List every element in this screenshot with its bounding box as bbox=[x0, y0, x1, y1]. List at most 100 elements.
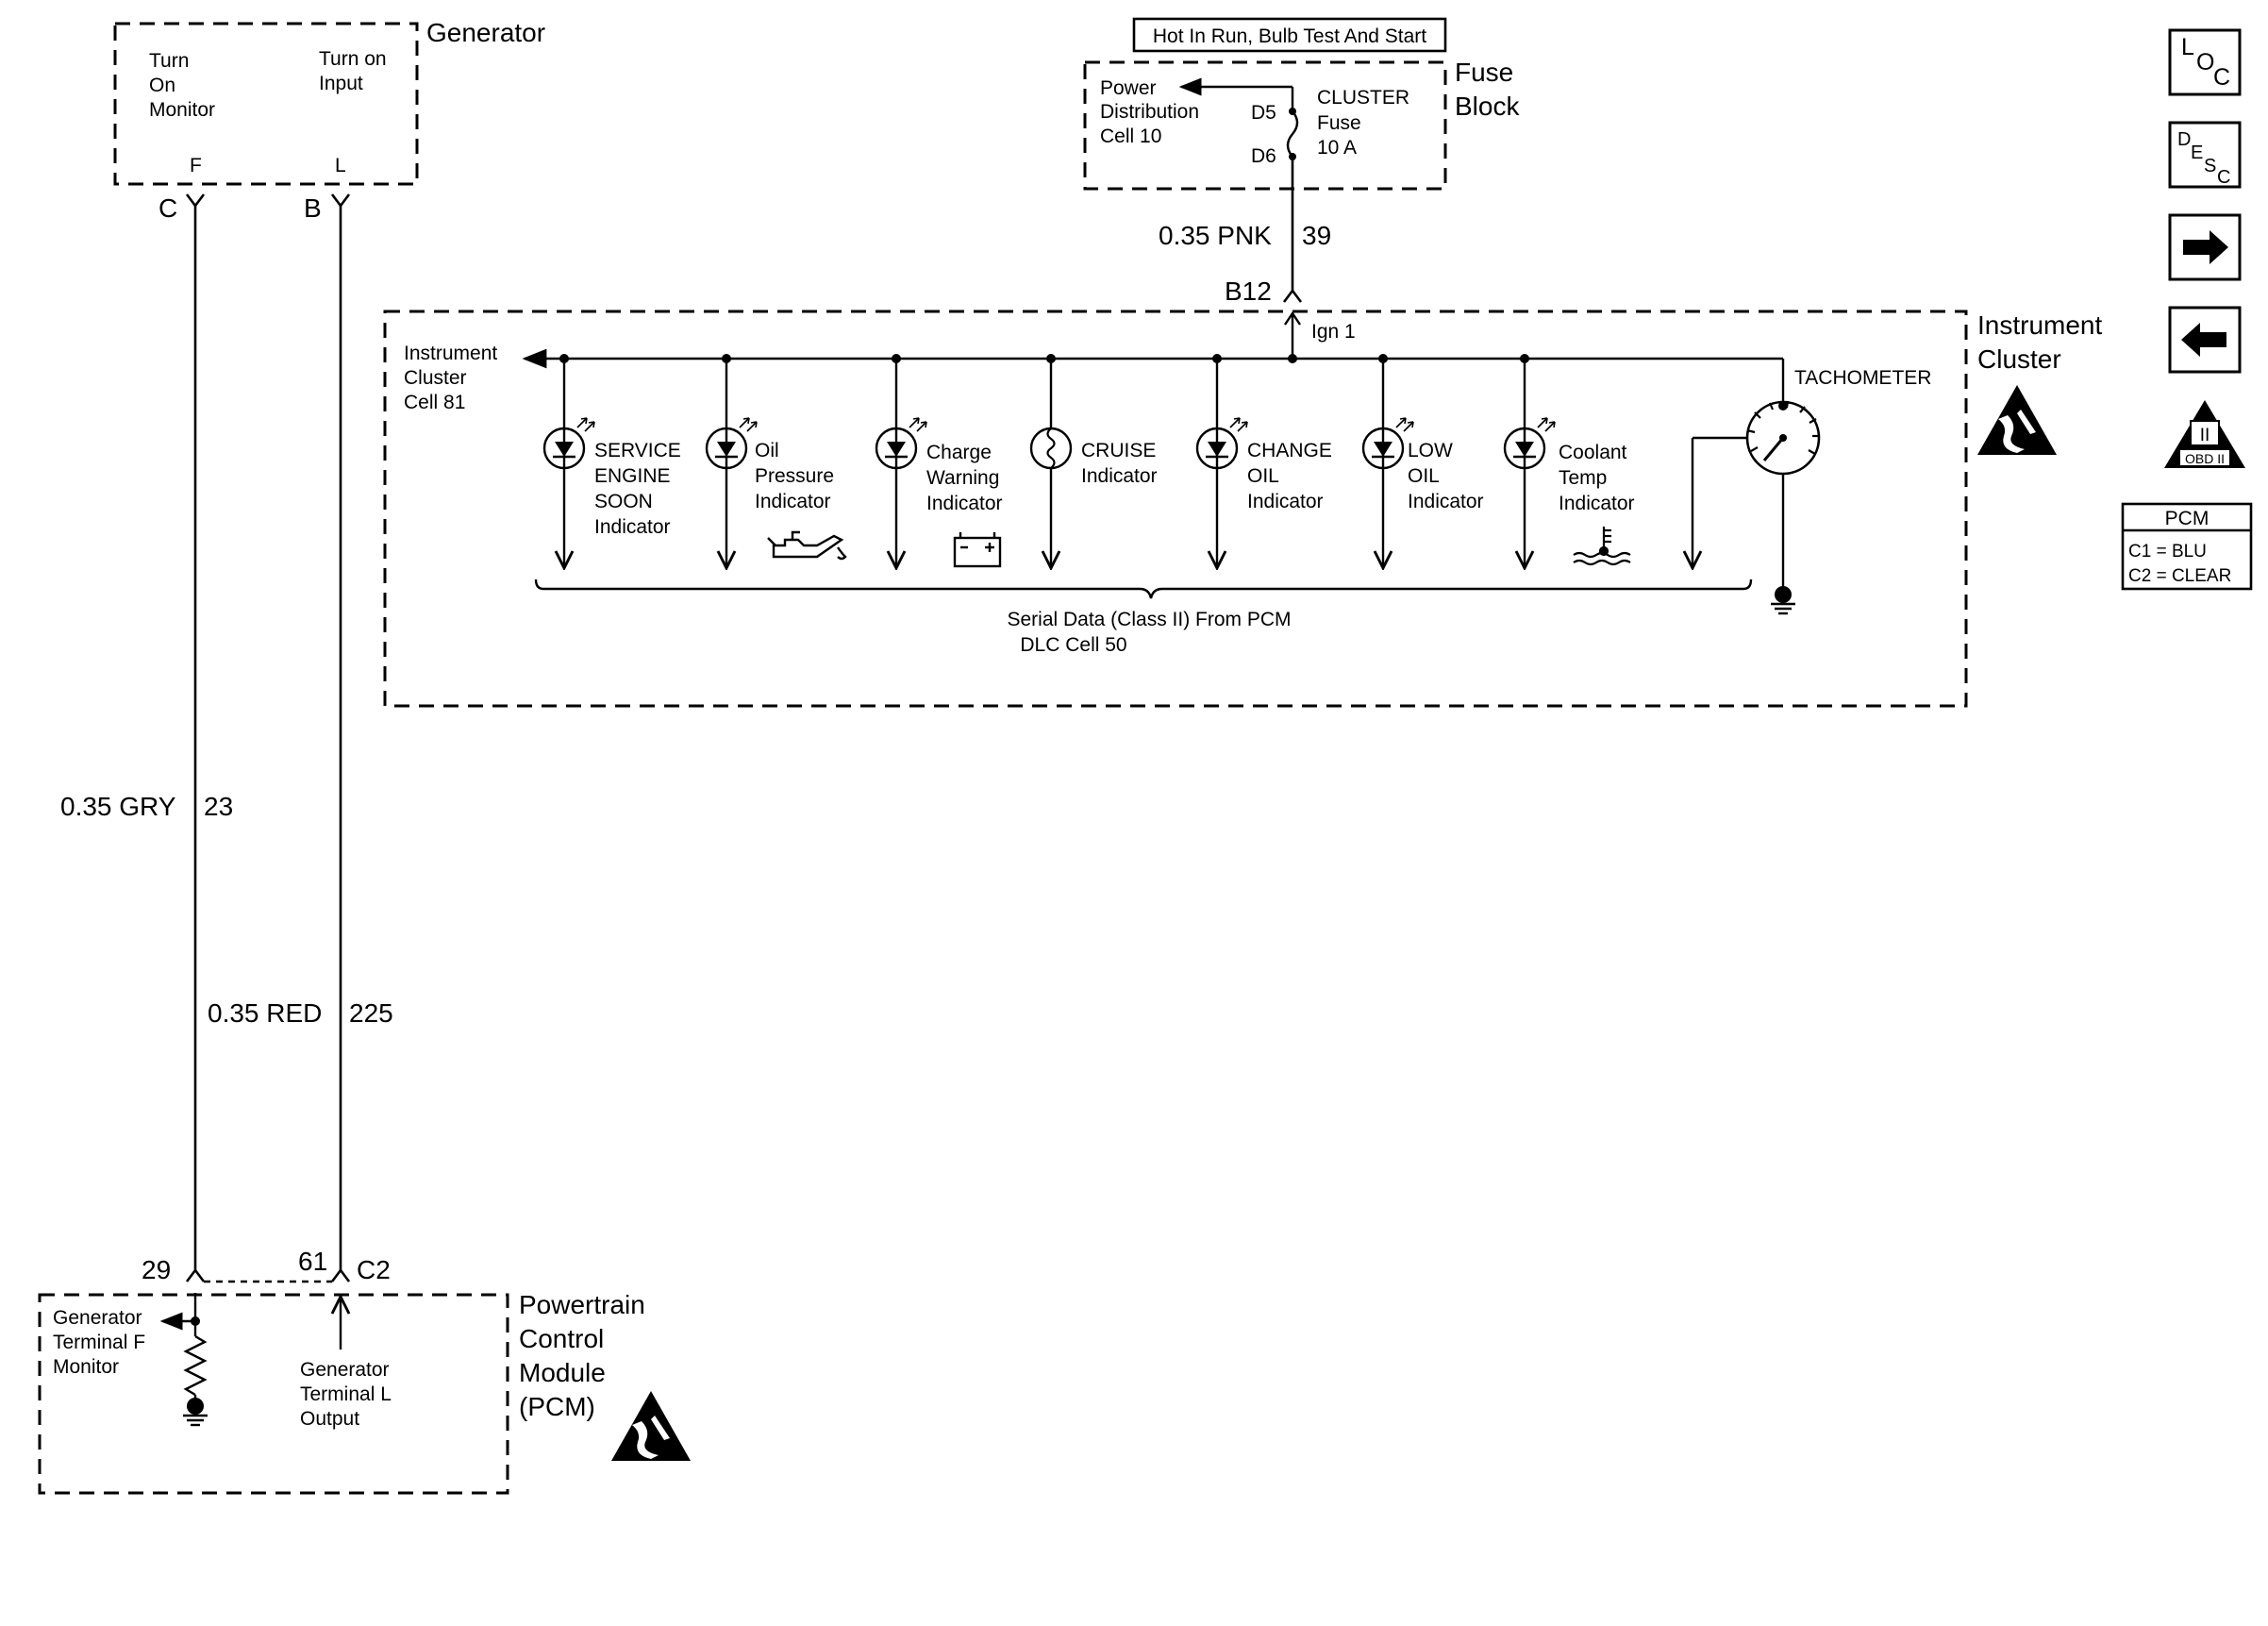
wire-red-label: 0.35 RED bbox=[208, 998, 322, 1028]
gen-pin-l: L bbox=[335, 155, 346, 176]
hot-in-run-box bbox=[1132, 17, 1447, 53]
coolant-temp-icon bbox=[1573, 527, 1631, 566]
power-dist-2: Distribution bbox=[1100, 101, 1199, 123]
indicator-cruise: CRUISE Indicator bbox=[1029, 359, 1158, 568]
battery-icon bbox=[953, 532, 1002, 568]
ind1-l2: ENGINE bbox=[594, 465, 671, 487]
ign1-label: Ign 1 bbox=[1311, 321, 1356, 343]
coolant-temp-led-icon bbox=[1503, 416, 1557, 470]
generator-block: Generator Turn On Monitor Turn on Input … bbox=[113, 18, 545, 223]
pcm-legend-c1: C1 = BLU bbox=[2128, 542, 2207, 562]
serial-data-1: Serial Data (Class II) From PCM bbox=[1007, 609, 1291, 630]
power-dist-3: Cell 10 bbox=[1100, 126, 1161, 147]
indicator-oil-pressure: Oil Pressure Indicator bbox=[705, 359, 847, 568]
indicator-coolant-temp: Coolant Temp Indicator bbox=[1503, 359, 1635, 568]
loc-letter-o: O bbox=[2196, 49, 2214, 75]
pcm-title-3: Module bbox=[519, 1358, 606, 1387]
pcm-pin-29: 29 bbox=[142, 1255, 171, 1284]
desc-letter-d: D bbox=[2177, 129, 2191, 150]
low-oil-led-icon bbox=[1361, 416, 1415, 470]
ind6-l3: Indicator bbox=[1408, 491, 1484, 512]
cell81-1: Instrument bbox=[404, 343, 497, 364]
wire-red-circuit: 225 bbox=[349, 998, 393, 1028]
pcm-l-output-2: Terminal L bbox=[300, 1383, 392, 1405]
ind5-l1: CHANGE bbox=[1247, 440, 1332, 461]
ind4-l2: Indicator bbox=[1081, 465, 1158, 487]
ind3-l1: Charge bbox=[926, 442, 992, 463]
fuse-d6: D6 bbox=[1251, 145, 1276, 167]
ind3-l3: Indicator bbox=[926, 493, 1003, 514]
obd-class-label: II bbox=[2200, 426, 2210, 445]
next-page-button[interactable] bbox=[2168, 213, 2242, 281]
cluster-title-1: Instrument bbox=[1977, 310, 2102, 340]
previous-page-button[interactable] bbox=[2168, 306, 2242, 374]
wire-gry-label: 0.35 GRY bbox=[60, 792, 176, 821]
instrument-cluster: Instrument Cluster Ign 1 Instrument Clus… bbox=[383, 310, 2102, 708]
ind1-l1: SERVICE bbox=[594, 440, 681, 461]
pcm-connector-c2: C2 bbox=[357, 1255, 391, 1284]
serial-data-2: DLC Cell 50 bbox=[1020, 634, 1126, 656]
cell81-3: Cell 81 bbox=[404, 392, 465, 413]
tachometer-gauge-icon bbox=[1745, 400, 1821, 476]
pcm-title-1: Powertrain bbox=[519, 1290, 645, 1319]
hot-in-run-label: Hot In Run, Bulb Test And Start bbox=[1153, 25, 1426, 47]
gen-l-terminal bbox=[330, 193, 351, 209]
ind7-l3: Indicator bbox=[1559, 493, 1635, 514]
pcm-l-output-1: Generator bbox=[300, 1359, 390, 1381]
ind3-l2: Warning bbox=[926, 467, 999, 489]
ind2-l3: Indicator bbox=[755, 491, 831, 512]
pcm-f-monitor-3: Monitor bbox=[53, 1356, 119, 1378]
pcm-legend-c2: C2 = CLEAR bbox=[2128, 566, 2231, 586]
gen-turn-on-input-1: Turn on bbox=[319, 48, 387, 70]
pcm-pin-61: 61 bbox=[298, 1247, 327, 1276]
ind7-l2: Temp bbox=[1559, 467, 1607, 489]
ind1-l4: Indicator bbox=[594, 516, 671, 538]
ind2-l2: Pressure bbox=[755, 465, 834, 487]
ind4-l1: CRUISE bbox=[1081, 440, 1156, 461]
cluster-title-2: Cluster bbox=[1977, 344, 2061, 374]
pcm-legend-header: PCM bbox=[2165, 508, 2210, 529]
service-engine-led-icon bbox=[542, 416, 596, 470]
gen-f-terminal bbox=[185, 193, 206, 209]
pcm-title-4: (PCM) bbox=[519, 1392, 595, 1421]
tachometer-label: TACHOMETER bbox=[1794, 367, 1931, 389]
fuse-name-1: CLUSTER bbox=[1317, 87, 1409, 109]
arrow-right-icon bbox=[2183, 230, 2228, 264]
cruise-bulb-icon bbox=[1029, 427, 1073, 470]
oil-can-icon bbox=[767, 530, 847, 561]
pcm-esd-icon bbox=[611, 1391, 691, 1461]
obd-label: OBD II bbox=[2185, 451, 2225, 466]
ind1-l3: SOON bbox=[594, 491, 653, 512]
tachometer: TACHOMETER bbox=[1693, 359, 1931, 615]
desc-button[interactable]: D E S C bbox=[2168, 121, 2242, 189]
fuse-block-title-1: Fuse bbox=[1455, 58, 1513, 87]
pcm-f-monitor-2: Terminal F bbox=[53, 1332, 145, 1353]
charge-warning-led-icon bbox=[875, 416, 928, 470]
ind6-l1: LOW bbox=[1408, 440, 1453, 461]
fuse-name-2: Fuse bbox=[1317, 112, 1361, 134]
pcm-61-terminal bbox=[330, 1267, 351, 1282]
loc-letter-c: C bbox=[2213, 64, 2230, 91]
power-dist-1: Power bbox=[1100, 77, 1157, 99]
cluster-esd-icon bbox=[1977, 385, 2057, 455]
gen-turn-on-input-2: Input bbox=[319, 73, 363, 94]
loc-button[interactable]: L O C bbox=[2168, 28, 2242, 96]
pcm-f-resistor-icon bbox=[183, 1334, 208, 1397]
fuse-d5: D5 bbox=[1251, 102, 1276, 124]
wire-pnk-circuit: 39 bbox=[1302, 221, 1331, 250]
gen-turn-on-monitor-1: Turn bbox=[149, 50, 189, 72]
oil-pressure-led-icon bbox=[705, 416, 759, 470]
wire-pnk-label: 0.35 PNK bbox=[1159, 221, 1272, 250]
pcm-l-output-3: Output bbox=[300, 1408, 359, 1430]
ind5-l3: Indicator bbox=[1247, 491, 1324, 512]
change-oil-led-icon bbox=[1195, 416, 1249, 470]
pcm-29-terminal bbox=[185, 1267, 206, 1282]
sidebar-nav: L O C D E S C II OBD II PC bbox=[2121, 28, 2253, 591]
pcm-connector-legend: PCM C1 = BLU C2 = CLEAR bbox=[2121, 502, 2253, 591]
gen-connector-b: B bbox=[304, 193, 322, 223]
gen-turn-on-monitor-3: Monitor bbox=[149, 99, 215, 121]
pcm-ground-icon bbox=[181, 1396, 209, 1427]
pcm-title-2: Control bbox=[519, 1324, 604, 1353]
obd-ii-button[interactable]: II OBD II bbox=[2164, 400, 2245, 468]
